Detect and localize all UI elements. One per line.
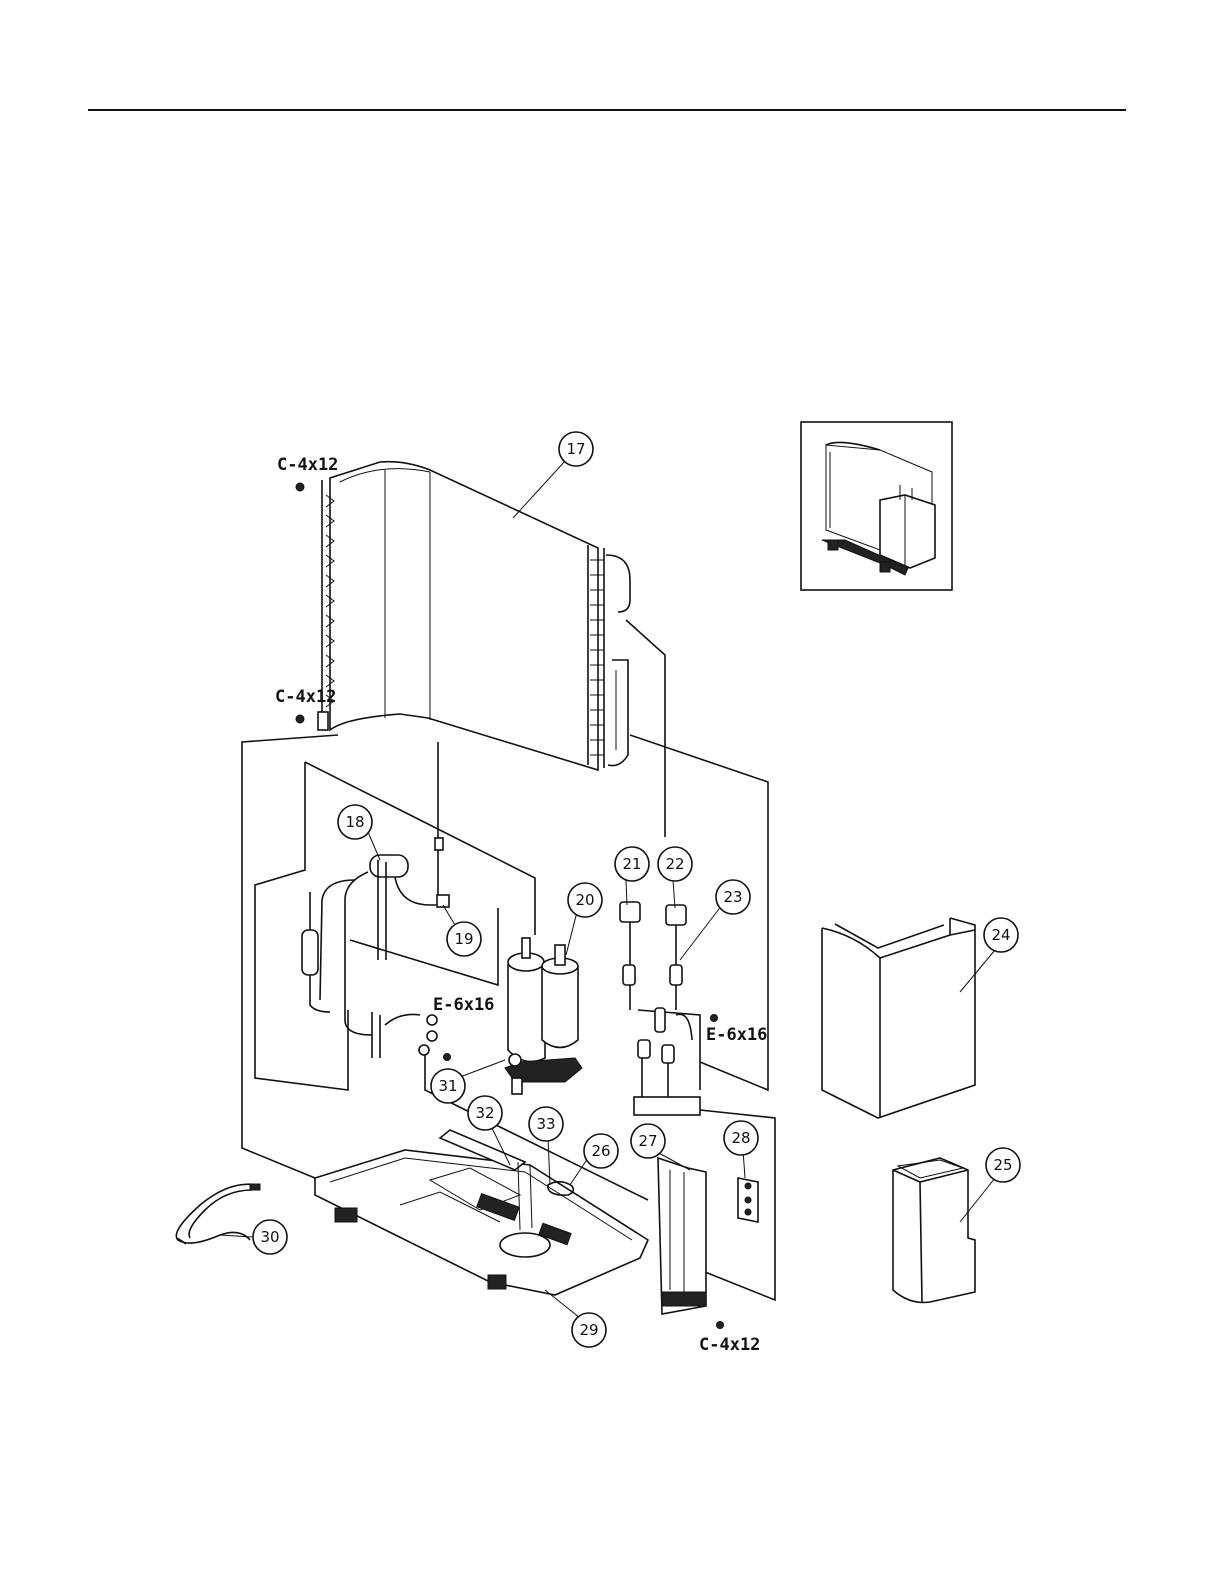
svg-text:24: 24 [991, 926, 1010, 944]
compressor-foot-31 [512, 1078, 522, 1094]
callout-30: 30 [253, 1220, 287, 1254]
coil-bracket [318, 712, 328, 730]
callout-23: 23 [716, 880, 750, 914]
base-foot [488, 1275, 506, 1289]
callout-26: 26 [584, 1134, 618, 1168]
svg-text:30: 30 [260, 1228, 279, 1246]
callout-22: 22 [658, 847, 692, 881]
callout-21: 21 [615, 847, 649, 881]
screw-head-icon [296, 715, 304, 723]
callout-33: 33 [529, 1107, 563, 1141]
callout-20: 20 [568, 883, 602, 917]
svg-text:28: 28 [731, 1129, 750, 1147]
base-foot [335, 1208, 357, 1222]
svg-text:22: 22 [665, 855, 684, 873]
assembled-unit-inset [801, 422, 952, 590]
callout-17: 17 [559, 432, 593, 466]
side-cover-panel-part [822, 918, 975, 1118]
svg-text:25: 25 [993, 1156, 1012, 1174]
screw-label-valve-right: E-6x16 [706, 1025, 767, 1045]
svg-text:23: 23 [723, 888, 742, 906]
screw-head-icon [717, 1322, 724, 1329]
svg-text:21: 21 [622, 855, 641, 873]
svg-text:33: 33 [536, 1115, 555, 1133]
outline-upper-pipe [305, 762, 535, 935]
svg-text:27: 27 [638, 1132, 657, 1150]
callout-31: 31 [431, 1069, 465, 1103]
callout-24: 24 [984, 918, 1018, 952]
screw-label-valve-left: E-6x16 [433, 995, 494, 1015]
connecting-cable-part [176, 1184, 260, 1244]
callout-18: 18 [338, 805, 372, 839]
expansion-valves-part [620, 902, 718, 1115]
svg-text:26: 26 [591, 1142, 610, 1160]
callout-28: 28 [724, 1121, 758, 1155]
condenser-coil-part [296, 462, 630, 770]
screw-label-base-bottom: C-4x12 [699, 1335, 760, 1355]
svg-text:19: 19 [454, 930, 473, 948]
callout-32: 32 [468, 1096, 502, 1130]
screw-head-icon [296, 483, 304, 491]
screw-label-coil-top: C-4x12 [277, 455, 338, 475]
service-valve-left [419, 1015, 451, 1061]
callout-27: 27 [631, 1124, 665, 1158]
callout-25: 25 [986, 1148, 1020, 1182]
svg-text:29: 29 [579, 1321, 598, 1339]
svg-text:20: 20 [575, 891, 594, 909]
screw-head-icon [711, 1015, 718, 1022]
outline-pipe-group [255, 762, 348, 1090]
electrical-bracket-part [658, 1158, 758, 1329]
screw-label-coil-bottom: C-4x12 [275, 687, 336, 707]
svg-text:32: 32 [475, 1104, 494, 1122]
svg-text:18: 18 [345, 813, 364, 831]
callout-19: 19 [447, 922, 481, 956]
valve-base-block [634, 1097, 700, 1115]
callout-29: 29 [572, 1313, 606, 1347]
compressor-part [505, 938, 582, 1094]
assembly-outline-left [242, 735, 338, 1178]
outline-coil-right [626, 620, 665, 837]
sound-insulation-part [893, 1158, 975, 1303]
svg-text:31: 31 [438, 1077, 457, 1095]
svg-text:17: 17 [566, 440, 585, 458]
